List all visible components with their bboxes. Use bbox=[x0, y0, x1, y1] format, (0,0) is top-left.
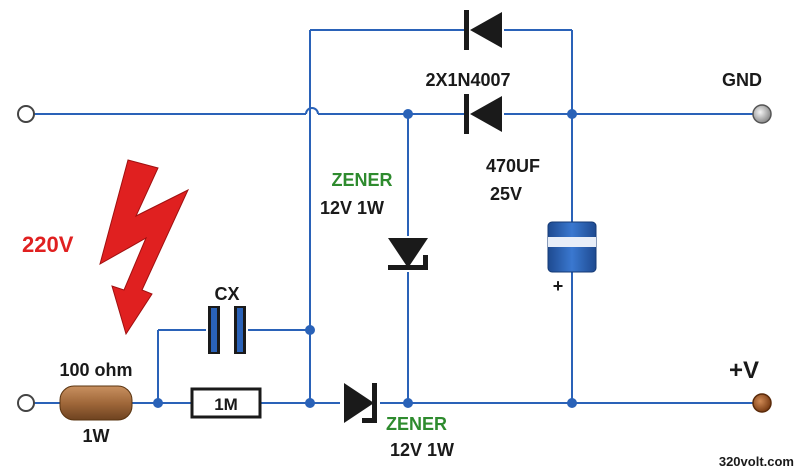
diode-upper bbox=[464, 10, 504, 50]
wire-crossover-hop bbox=[305, 107, 319, 115]
junction-dot bbox=[567, 109, 577, 119]
junction-dot bbox=[403, 109, 413, 119]
cap-voltage-label: 25V bbox=[490, 184, 522, 204]
diode-lower bbox=[464, 94, 504, 134]
cap-value-label: 470UF bbox=[486, 156, 540, 176]
input-terminal-bottom bbox=[17, 394, 35, 412]
junction-dot bbox=[403, 398, 413, 408]
cx-label: CX bbox=[214, 284, 239, 304]
resistor-100-ohm bbox=[59, 385, 133, 421]
zener-diode-horizontal bbox=[340, 383, 380, 423]
resistor-1m bbox=[190, 387, 262, 419]
resistor-value-label: 100 ohm bbox=[59, 360, 132, 380]
watermark: 320volt.com bbox=[719, 454, 794, 469]
zener2-rating-label: 12V 1W bbox=[390, 440, 454, 460]
plus-v-label: +V bbox=[729, 357, 759, 384]
capacitor-cx bbox=[206, 306, 248, 354]
gnd-label: GND bbox=[722, 70, 762, 90]
plus-v-terminal bbox=[752, 393, 772, 413]
junction-dots bbox=[153, 109, 577, 408]
polarity-plus-label: + bbox=[553, 276, 564, 296]
bleeder-resistor-label: 1M bbox=[214, 395, 238, 414]
mains-voltage-label: 220V bbox=[22, 232, 74, 257]
junction-dot bbox=[153, 398, 163, 408]
gnd-terminal bbox=[752, 104, 772, 124]
input-terminal-top bbox=[17, 105, 35, 123]
lightning-bolt-icon bbox=[99, 159, 190, 336]
labels: 2X1N4007 GND 470UF 25V ZENER 12V 1W ZENE… bbox=[22, 70, 794, 469]
resistor-power-label: 1W bbox=[83, 426, 110, 446]
diodes-label: 2X1N4007 bbox=[425, 70, 510, 90]
junction-dot bbox=[567, 398, 577, 408]
zener1-rating-label: 12V 1W bbox=[320, 198, 384, 218]
zener-diode-vertical bbox=[388, 236, 428, 272]
capacitor-470uf bbox=[547, 221, 597, 273]
junction-dot bbox=[305, 325, 315, 335]
zener1-name-label: ZENER bbox=[331, 170, 392, 190]
junction-dot bbox=[305, 398, 315, 408]
zener2-name-label: ZENER bbox=[386, 414, 447, 434]
